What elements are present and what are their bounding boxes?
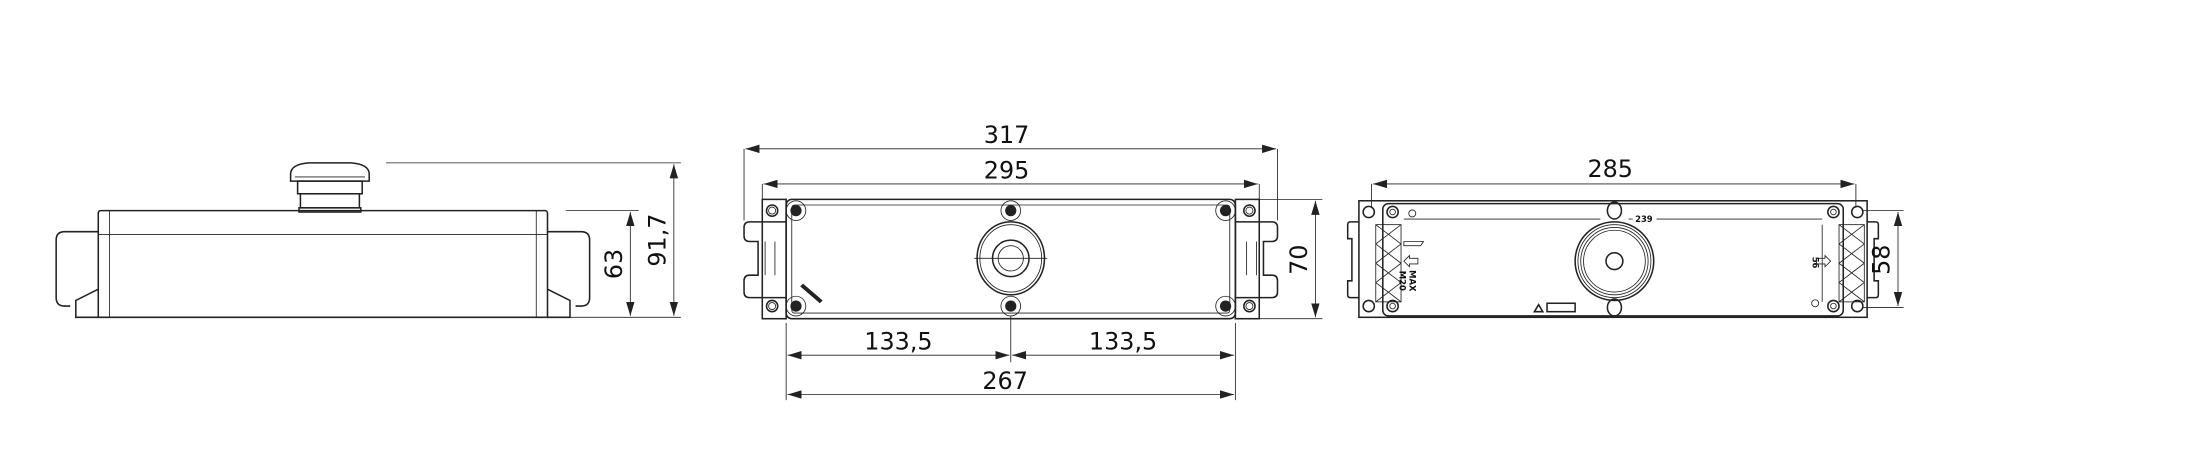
- dim-label-70: 70: [1285, 245, 1313, 275]
- dim-label-63: 63: [600, 249, 628, 279]
- center-knockout: [1574, 221, 1655, 302]
- dim-label-239: 239: [1635, 214, 1653, 224]
- dim-label-56: 56: [1810, 257, 1820, 269]
- dimension-63: 63: [565, 210, 681, 318]
- enclosure-body-side: [97, 209, 549, 319]
- label-max: MAX: [1407, 270, 1417, 292]
- base-screws: [1362, 201, 1864, 317]
- front-view: 317 295 70 133,5 133,5 267: [743, 121, 1323, 401]
- warning-label: [1533, 302, 1576, 313]
- lid-screws: [785, 200, 1236, 317]
- arrow-left-icon: [1403, 254, 1419, 268]
- brand-logo: [800, 283, 823, 304]
- back-view: 239 56 MAX M20 285 58: [1346, 155, 1904, 319]
- dimension-58: 58: [1862, 210, 1904, 308]
- warning-triangle-icon: [1533, 303, 1545, 313]
- dim-label-58: 58: [1868, 245, 1896, 275]
- dimension-295: 295: [761, 156, 1260, 200]
- dim-label-295: 295: [984, 156, 1030, 184]
- dimension-267: 267: [787, 367, 1234, 399]
- dim-label-317: 317: [984, 121, 1030, 149]
- arrow-right-icon: [1816, 254, 1832, 268]
- emergency-stop-top: [974, 221, 1048, 296]
- dim-label-285: 285: [1587, 155, 1633, 183]
- dimension-285: 285: [1371, 155, 1857, 208]
- side-view: 63 91,7: [55, 162, 681, 319]
- left-handle-side: [55, 230, 99, 319]
- dim-label-91-7: 91,7: [643, 214, 671, 267]
- dimension-70: 70: [1259, 198, 1323, 320]
- dimension-91-7: 91,7: [386, 162, 681, 316]
- cross-hatched-strips: [1375, 224, 1865, 303]
- emergency-stop-button: [289, 162, 370, 213]
- dim-label-133-5-right: 133,5: [1089, 328, 1157, 356]
- handles-front: [743, 221, 1279, 299]
- max-m20-marking: MAX M20: [1398, 241, 1425, 292]
- label-m20: M20: [1398, 271, 1408, 291]
- dim-label-267: 267: [982, 367, 1028, 395]
- dimension-133-5-right: 133,5: [1012, 328, 1234, 360]
- right-handle-side: [547, 230, 591, 319]
- dimension-317: 317: [743, 121, 1278, 221]
- handles-back: [1346, 221, 1880, 299]
- dim-label-133-5-left: 133,5: [864, 328, 932, 356]
- dimension-133-5-left: 133,5: [785, 315, 1236, 401]
